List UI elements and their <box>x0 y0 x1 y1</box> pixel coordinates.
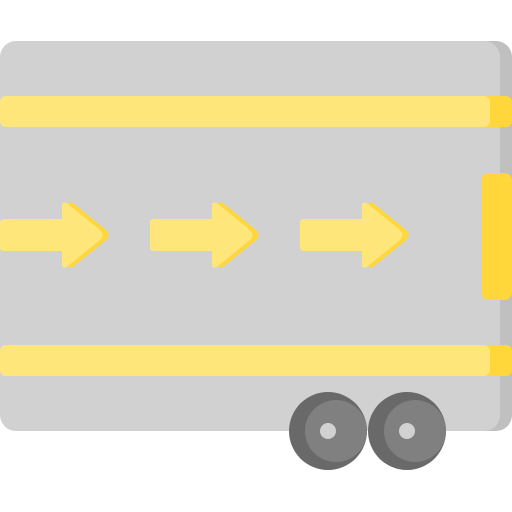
top-stripe-main <box>0 96 490 127</box>
wheel <box>368 392 446 470</box>
top-stripe <box>0 96 512 127</box>
bottom-stripe-main <box>0 345 490 376</box>
arrow-main <box>0 202 103 268</box>
wheel <box>289 392 367 470</box>
bottom-stripe <box>0 345 512 376</box>
arrow-right-icon <box>150 202 259 268</box>
wheel-hub <box>320 423 336 439</box>
door-bar <box>481 173 512 300</box>
arrow-main <box>300 202 403 268</box>
arrow-right-icon <box>0 202 109 268</box>
arrow-main <box>150 202 253 268</box>
arrow-right-icon <box>300 202 409 268</box>
wheels <box>289 392 446 470</box>
wheel-hub <box>399 423 415 439</box>
direction-arrows <box>0 202 409 268</box>
